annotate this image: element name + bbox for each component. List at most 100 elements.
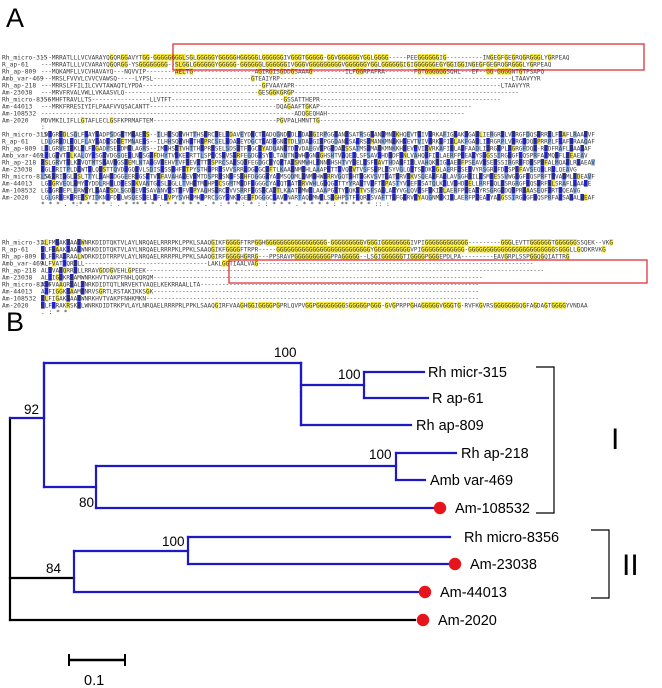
residue-highlight (120, 187, 125, 194)
residue-highlight (254, 166, 259, 173)
residue-highlight (497, 152, 501, 159)
residue-highlight (308, 138, 313, 145)
residue-highlight (479, 302, 483, 309)
residue-highlight (59, 194, 63, 201)
residue-highlight (160, 159, 165, 166)
scale-bar-label: 0.1 (84, 673, 104, 688)
residue-highlight (301, 180, 306, 187)
residue-highlight (232, 246, 237, 253)
residue-highlight (62, 173, 67, 180)
residue-highlight (359, 173, 364, 180)
residue-highlight (439, 187, 443, 194)
residue-highlight (66, 152, 70, 159)
residue-highlight (294, 159, 299, 166)
residue-highlight (80, 152, 85, 159)
residue-highlight (250, 180, 255, 187)
residue-highlight (529, 159, 534, 166)
residue-highlight (182, 54, 186, 61)
residue-highlight (120, 180, 125, 187)
residue-highlight (279, 159, 284, 166)
residue-highlight (153, 54, 157, 61)
residue-highlight (135, 166, 139, 173)
residue-highlight (421, 302, 425, 309)
residue-highlight (345, 246, 349, 253)
residue-highlight (319, 61, 324, 68)
residue-highlight (359, 302, 364, 309)
residue-highlight (374, 61, 378, 68)
residue-highlight (464, 138, 469, 145)
residue-highlight (272, 187, 277, 194)
residue-highlight (460, 152, 465, 159)
residue-highlight (142, 54, 146, 61)
residue-highlight (301, 253, 306, 260)
residue-highlight (323, 131, 327, 138)
residue-highlight (298, 253, 302, 260)
residue-highlight (41, 253, 45, 260)
residue-highlight (279, 166, 284, 173)
residue-highlight (334, 131, 338, 138)
alignment-sequence-row: LGLGRVEQLNMYHYDDLRHELDGESEKVANTGESLHGLLT… (41, 180, 591, 187)
residue-highlight (98, 180, 103, 187)
residue-highlight (200, 194, 204, 201)
residue-highlight (193, 173, 197, 180)
residue-highlight (98, 166, 103, 173)
residue-highlight (399, 159, 403, 166)
residue-highlight (569, 145, 574, 152)
residue-highlight (381, 54, 385, 61)
residue-highlight (69, 152, 74, 159)
residue-highlight (319, 239, 324, 246)
residue-highlight (88, 166, 92, 173)
residue-highlight (229, 253, 233, 260)
bootstrap-value: 92 (24, 402, 39, 417)
residue-highlight (355, 194, 360, 201)
residue-highlight (374, 302, 378, 309)
residue-highlight (316, 246, 320, 253)
residue-highlight (135, 173, 139, 180)
residue-highlight (558, 131, 563, 138)
alignment-sequence-row: ALFVAAQRRALWNRKDIDTQTLNRVEKTVAQELKEKRRAA… (41, 281, 479, 288)
residue-highlight (326, 173, 331, 180)
residue-highlight (131, 131, 136, 138)
residue-highlight (352, 159, 356, 166)
alignment-sequence-row: LSLGRIKGLRSLTTYLKAHLDGGEERLGSYTVRFAVAHAS… (41, 173, 595, 180)
residue-highlight (135, 180, 139, 187)
residue-highlight (540, 239, 545, 246)
residue-highlight (359, 180, 364, 187)
residue-highlight (348, 239, 353, 246)
residue-highlight (431, 68, 436, 75)
residue-highlight (536, 54, 541, 61)
residue-highlight (410, 159, 414, 166)
residue-highlight (218, 166, 222, 173)
residue-highlight (62, 267, 67, 274)
residue-highlight (366, 145, 371, 152)
residue-highlight (254, 173, 259, 180)
alignment-sequence-row: LDLGRVDLSQLFLAYGADPSDGETMNAEGS--ILHHSQTV… (41, 138, 595, 145)
residue-highlight (471, 246, 476, 253)
residue-highlight (269, 68, 273, 75)
residue-highlight (232, 159, 237, 166)
residue-highlight (569, 194, 574, 201)
residue-highlight (558, 246, 563, 253)
residue-highlight (450, 145, 454, 152)
residue-highlight (489, 68, 494, 75)
residue-highlight (460, 61, 465, 68)
residue-highlight (69, 145, 74, 152)
residue-highlight (113, 159, 118, 166)
residue-highlight (431, 54, 436, 61)
alignment-sequence-row: ALFIGGKRAAMWNRVSGRTLRSTAKIKKSGK---------… (41, 288, 479, 295)
residue-highlight (51, 173, 56, 180)
residue-highlight (366, 138, 371, 145)
residue-highlight (95, 138, 99, 145)
residue-highlight (138, 152, 143, 159)
residue-highlight (413, 145, 418, 152)
residue-highlight (421, 246, 425, 253)
residue-highlight (41, 246, 45, 253)
residue-highlight (142, 138, 146, 145)
residue-highlight (131, 187, 136, 194)
residue-highlight (269, 302, 273, 309)
residue-highlight (247, 194, 251, 201)
residue-highlight (319, 302, 324, 309)
residue-highlight (279, 89, 284, 96)
residue-highlight (261, 138, 266, 145)
